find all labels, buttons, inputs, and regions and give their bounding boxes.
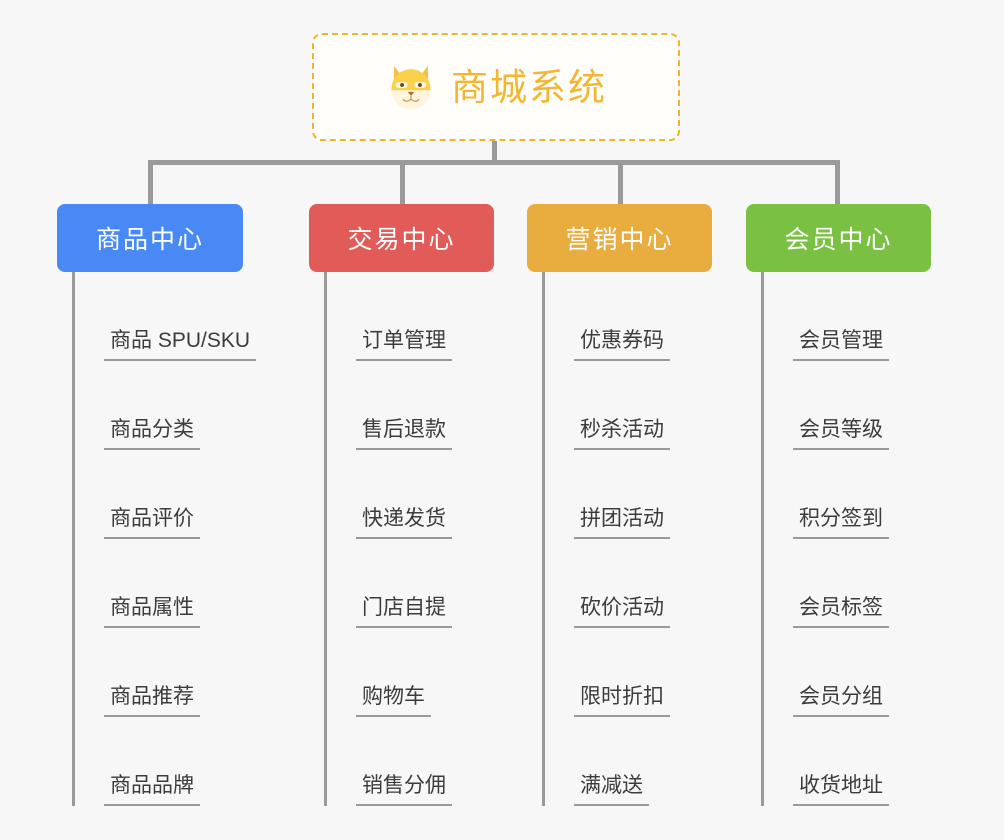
connector-drop-2 [400, 160, 405, 206]
leaf-item[interactable]: 积分签到 [761, 450, 889, 539]
category-box-2[interactable]: 营销中心 [527, 204, 712, 272]
leaf-item-label: 商品推荐 [104, 680, 200, 717]
connector-root-stem [492, 141, 497, 163]
column-spine [761, 272, 764, 806]
leaf-item-label: 商品 SPU/SKU [104, 324, 257, 361]
category-title: 营销中心 [565, 226, 674, 254]
leaf-item-label: 收货地址 [793, 769, 889, 806]
leaf-item[interactable]: 订单管理 [324, 272, 452, 361]
leaf-item-label: 会员管理 [793, 324, 889, 361]
leaf-item[interactable]: 收货地址 [761, 717, 889, 806]
leaf-item-label: 商品品牌 [104, 769, 200, 806]
leaf-item[interactable]: 会员标签 [761, 539, 889, 628]
category-box-3[interactable]: 会员中心 [746, 204, 931, 272]
leaf-item-label: 销售分佣 [356, 769, 452, 806]
category-box-0[interactable]: 商品中心 [57, 204, 243, 272]
column-spine [542, 272, 545, 806]
connector-drop-3 [618, 160, 623, 206]
leaf-item-label: 门店自提 [356, 591, 452, 628]
leaf-item-label: 会员标签 [793, 591, 889, 628]
leaf-item[interactable]: 购物车 [324, 628, 452, 717]
column-spine [324, 272, 327, 806]
category-column-2: 优惠券码秒杀活动拼团活动砍价活动限时折扣满减送 [542, 272, 670, 806]
category-column-1: 订单管理售后退款快递发货门店自提购物车销售分佣 [324, 272, 452, 806]
connector-drop-1 [148, 160, 153, 206]
leaf-item[interactable]: 秒杀活动 [542, 361, 670, 450]
leaf-item-label: 优惠券码 [574, 324, 670, 361]
column-spine [72, 272, 75, 806]
category-column-0: 商品 SPU/SKU 商品分类商品评价商品属性商品推荐商品品牌 [72, 272, 257, 806]
shiba-dog-icon [385, 61, 437, 113]
leaf-item-label: 拼团活动 [574, 502, 670, 539]
leaf-item[interactable]: 满减送 [542, 717, 670, 806]
leaf-item[interactable]: 商品 SPU/SKU [72, 272, 257, 361]
leaf-item[interactable]: 商品推荐 [72, 628, 256, 717]
leaf-item[interactable]: 商品品牌 [72, 717, 256, 806]
leaf-item[interactable]: 售后退款 [324, 361, 452, 450]
connector-drop-4 [835, 160, 840, 206]
category-title: 商品中心 [95, 226, 204, 254]
leaf-item-label: 购物车 [356, 680, 431, 717]
leaf-item-label: 限时折扣 [574, 680, 670, 717]
leaf-item[interactable]: 会员分组 [761, 628, 889, 717]
leaf-item-label: 商品评价 [104, 502, 200, 539]
leaf-item-label: 满减送 [574, 769, 649, 806]
leaf-item[interactable]: 拼团活动 [542, 450, 670, 539]
leaf-item[interactable]: 限时折扣 [542, 628, 670, 717]
leaf-item-label: 售后退款 [356, 413, 452, 450]
leaf-item-label: 积分签到 [793, 502, 889, 539]
category-box-1[interactable]: 交易中心 [309, 204, 494, 272]
leaf-item[interactable]: 销售分佣 [324, 717, 452, 806]
leaf-item[interactable]: 会员等级 [761, 361, 889, 450]
root-node-title: 商城系统 [451, 66, 607, 108]
root-node-商城系统[interactable]: 商城系统 [312, 33, 680, 141]
category-title: 交易中心 [347, 226, 456, 254]
leaf-item[interactable]: 优惠券码 [542, 272, 670, 361]
category-column-3: 会员管理会员等级积分签到会员标签会员分组收货地址 [761, 272, 889, 806]
leaf-item-label: 商品分类 [104, 413, 200, 450]
leaf-item[interactable]: 砍价活动 [542, 539, 670, 628]
connector-horizontal-bus [148, 160, 840, 165]
leaf-item[interactable]: 会员管理 [761, 272, 889, 361]
leaf-item[interactable]: 商品评价 [72, 450, 256, 539]
leaf-item-label: 商品属性 [104, 591, 200, 628]
leaf-item-label: 秒杀活动 [574, 413, 670, 450]
leaf-item[interactable]: 快递发货 [324, 450, 452, 539]
leaf-item[interactable]: 商品属性 [72, 539, 256, 628]
leaf-item-label: 砍价活动 [574, 591, 670, 628]
leaf-item-label: 会员分组 [793, 680, 889, 717]
category-title: 会员中心 [784, 226, 893, 254]
leaf-item[interactable]: 门店自提 [324, 539, 452, 628]
leaf-item-label: 订单管理 [356, 324, 452, 361]
leaf-item-label: 会员等级 [793, 413, 889, 450]
leaf-item[interactable]: 商品分类 [72, 361, 256, 450]
leaf-item-label: 快递发货 [356, 502, 452, 539]
